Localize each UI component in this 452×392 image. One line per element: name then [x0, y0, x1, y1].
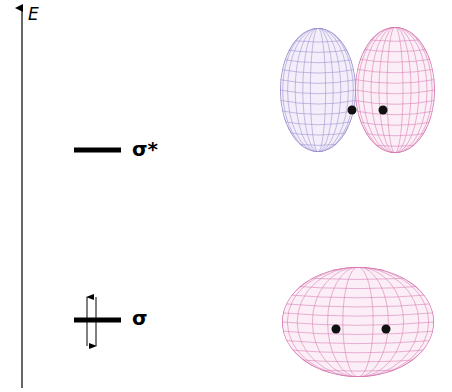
- antibonding-level: [74, 148, 121, 153]
- electron-up: [87, 297, 88, 346]
- orbital-label: σ: [132, 308, 148, 328]
- antibonding-lobe: [355, 27, 435, 153]
- energy-axis: [21, 8, 22, 388]
- nucleus: [379, 106, 388, 115]
- antibonding-lobe: [280, 28, 356, 152]
- nucleus: [332, 325, 341, 334]
- nucleus: [348, 106, 357, 115]
- orbital-label: σ*: [132, 139, 158, 159]
- axis-label: E: [28, 6, 39, 23]
- electron-down: [96, 297, 97, 346]
- bonding-orbital: [282, 267, 434, 377]
- bonding-level: [74, 318, 121, 323]
- nucleus: [382, 325, 391, 334]
